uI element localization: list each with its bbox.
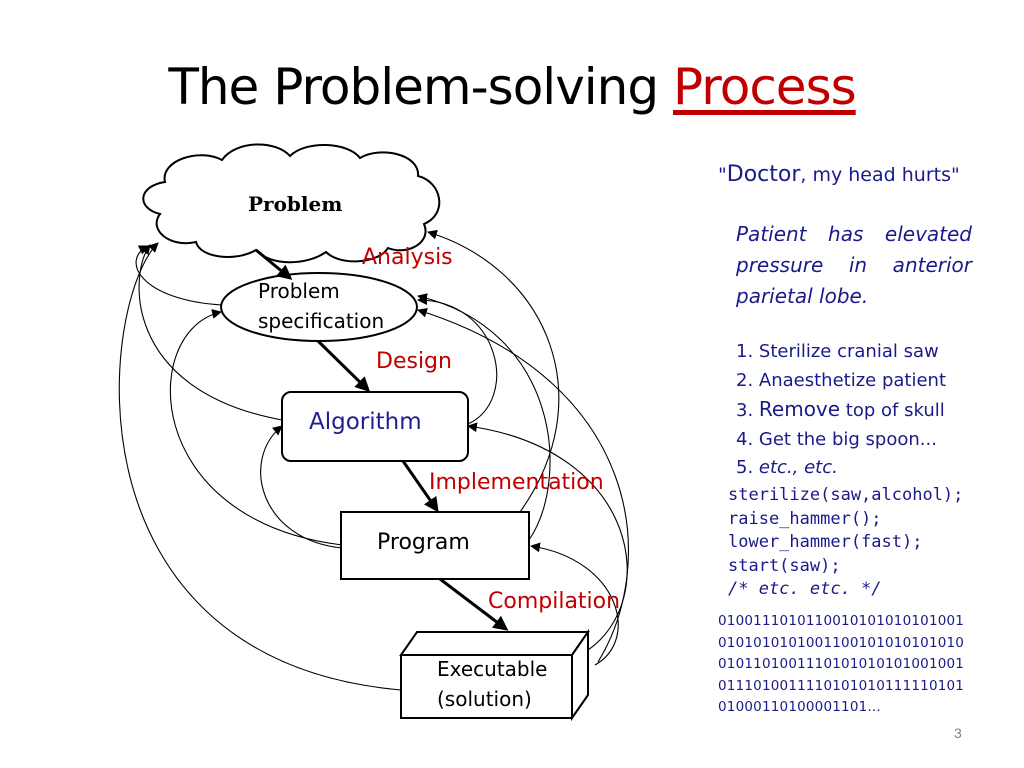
- feedback-program-to-spec-right: [417, 293, 551, 541]
- feedback-executable-to-program: [530, 542, 619, 666]
- step-3: 3. Remove top of skull: [736, 395, 946, 426]
- title-main: The Problem-solving: [168, 58, 673, 116]
- spec-description: Patient has elevated pressure in anterio…: [736, 219, 972, 312]
- step-5: 5. etc., etc.: [736, 454, 946, 483]
- program-box: [340, 511, 530, 580]
- stage-label-compilation: Compilation: [488, 589, 621, 614]
- stage-label-implementation: Implementation: [429, 470, 604, 495]
- flow-arrow-compilation: [439, 577, 509, 631]
- flow-arrow-design: [316, 339, 371, 393]
- step-3-rest: top of skull: [840, 400, 945, 421]
- flow-arrow-analysis: [255, 248, 293, 280]
- step-5-rest: etc., etc.: [758, 457, 838, 478]
- program-label: Program: [377, 530, 470, 555]
- code-line-2: raise_hammer();: [728, 508, 882, 529]
- algorithm-steps: 1. Sterilize cranial saw 2. Anaesthetize…: [736, 338, 946, 483]
- executable-box-top: [399, 631, 590, 656]
- step-2: 2. Anaesthetize patient: [736, 369, 946, 391]
- binary-code: 0100111010110010101010101001 01010101010…: [718, 611, 964, 719]
- feedback-executable-to-spec: [417, 307, 629, 663]
- flow-arrow-implementation: [401, 460, 439, 513]
- spec-line2: pressure in anterior: [736, 253, 972, 277]
- step-3-prefix: 3.: [736, 400, 759, 421]
- feedback-program-to-problem: [427, 229, 560, 513]
- spec-line3: parietal lobe.: [736, 284, 869, 308]
- stage-label-design: Design: [376, 349, 452, 374]
- binary-line-1: 0100111010110010101010101001: [718, 613, 965, 629]
- step-4: 4. Get the big spoon...: [736, 428, 937, 450]
- feedback-spec-to-problem: [135, 245, 223, 306]
- feedback-program-to-algorithm: [260, 425, 343, 549]
- problem-cloud: [142, 143, 441, 264]
- binary-line-3: 0101101001110101010101001001: [718, 656, 965, 672]
- executable-line1: Executable: [437, 657, 548, 681]
- spec-line1: Patient has elevated: [736, 222, 972, 246]
- problem-spec-label: Problem specification: [258, 276, 384, 336]
- step-3-word: Remove: [758, 397, 841, 421]
- quote-rest: , my head hurts": [800, 164, 960, 186]
- title-accent-word: Process: [673, 58, 857, 116]
- problem-label: Problem: [248, 192, 343, 216]
- problem-spec-line1: Problem: [258, 279, 340, 303]
- binary-line-2: 0101010101001100101010101010: [718, 634, 965, 651]
- quote-open: ": [718, 164, 727, 186]
- code-line-3: lower_hammer(fast);: [728, 532, 923, 552]
- slide-title: The Problem-solving Process: [0, 58, 1024, 116]
- step-5-prefix: 5.: [736, 457, 759, 478]
- problem-spec-line2: specification: [258, 309, 385, 333]
- feedback-executable-to-problem: [118, 242, 402, 691]
- executable-box-front: [400, 654, 573, 719]
- feedback-program-to-spec: [169, 309, 343, 546]
- doctor-quote: "Doctor, my head hurts": [718, 162, 960, 187]
- step-1: 1. Sterilize cranial saw: [736, 341, 939, 362]
- feedback-executable-to-algorithm: [467, 422, 628, 651]
- binary-line-4: 0111010011110101010111110101: [718, 677, 965, 694]
- algorithm-label: Algorithm: [309, 409, 422, 435]
- stage-label-analysis: Analysis: [362, 245, 453, 270]
- program-code: sterilize(saw,alcohol); raise_hammer(); …: [728, 484, 963, 602]
- code-line-1: sterilize(saw,alcohol);: [728, 485, 964, 505]
- page-number: 3: [954, 725, 962, 741]
- binary-line-5: 01000110100001101...: [718, 699, 881, 715]
- code-line-5: /* etc. etc. */: [728, 579, 882, 599]
- code-line-4: start(saw);: [728, 555, 841, 576]
- executable-line2: (solution): [437, 687, 532, 711]
- quote-word-doctor: Doctor: [726, 162, 801, 187]
- feedback-algorithm-to-problem: [138, 244, 283, 421]
- executable-label: Executable (solution): [437, 654, 548, 714]
